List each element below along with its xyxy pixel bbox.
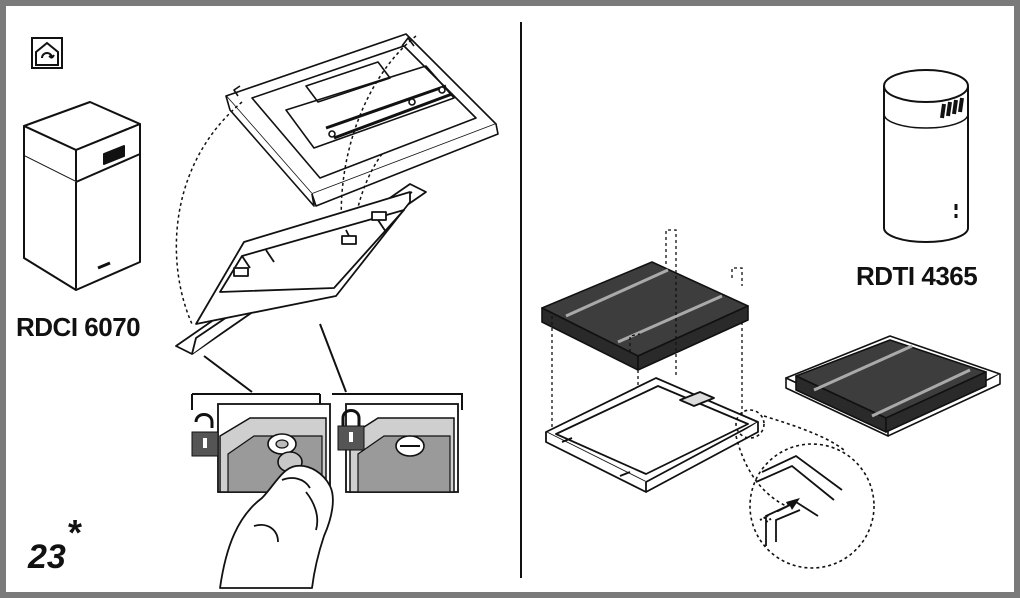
hand-illustration [219, 464, 334, 589]
panel-rdci [6, 6, 520, 592]
house-recirculation-icon [31, 37, 63, 69]
detail-magnifier [735, 409, 875, 569]
panel-rdti [520, 6, 1014, 592]
filter-tray-illustration [545, 377, 759, 493]
step-number: 23 [28, 538, 66, 576]
padlock-open-icon [191, 413, 219, 457]
model-label-rdci: RDCI 6070 [16, 312, 141, 342]
rdci-hood-illustration [23, 101, 141, 291]
illustration-canvas [23, 33, 1001, 589]
illustration-frame: RDCI 6070 RDTI 4365 23 * [6, 6, 1014, 592]
padlock-closed-icon [337, 409, 365, 451]
locked-detail [345, 403, 459, 493]
detail-magnifier-content [755, 454, 843, 546]
grease-filter-illustration [175, 183, 427, 355]
motion-guides [175, 35, 417, 325]
rdti-hood-illustration [883, 69, 969, 243]
callout-pointers [191, 323, 463, 410]
step-marker: * [68, 512, 83, 553]
panel-divider [520, 22, 522, 578]
carbon-filter-illustration [541, 261, 749, 371]
insert-arrow-icon [759, 498, 800, 523]
mounted-filter-illustration [785, 335, 1001, 437]
model-label-rdti: RDTI 4365 [856, 261, 978, 291]
